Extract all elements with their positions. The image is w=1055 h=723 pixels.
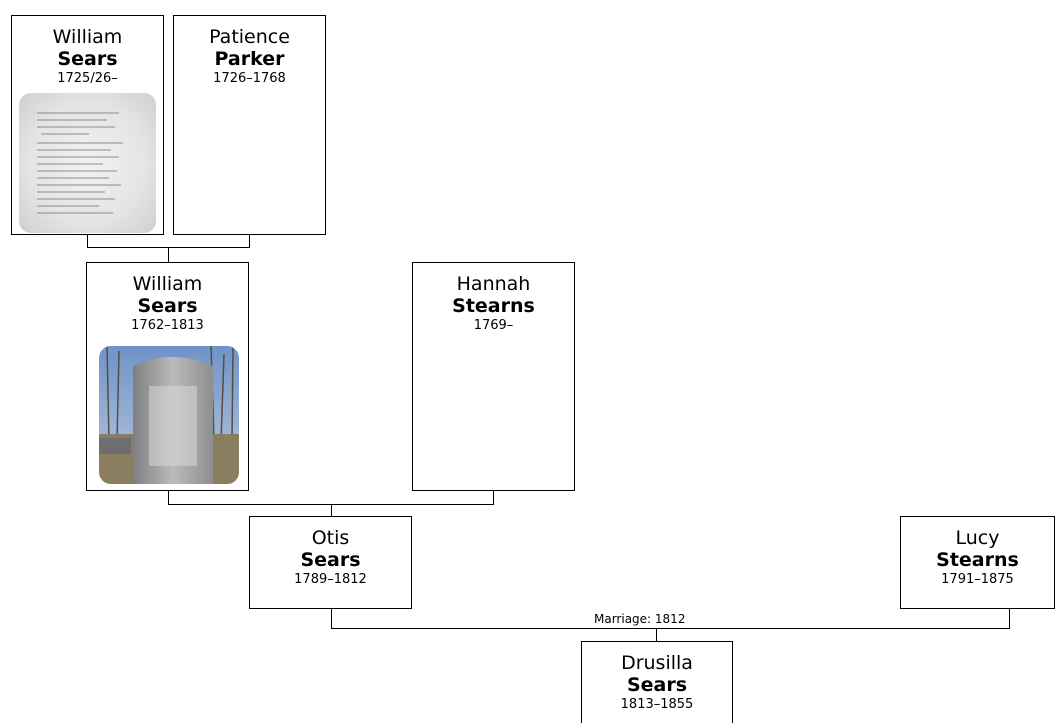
life-dates: 1769– [473, 318, 514, 333]
given-name: Otis [311, 527, 350, 549]
person-box-patience-parker[interactable]: Patience Parker 1726–1768 [173, 15, 326, 235]
person-box-otis-sears[interactable]: Otis Sears 1789–1812 [249, 516, 412, 609]
life-dates: 1813–1855 [620, 697, 694, 712]
connector-line [331, 504, 332, 517]
person-box-william-sears-1725[interactable]: William Sears 1725/26– [11, 15, 164, 235]
document-scan-icon [37, 112, 123, 214]
marriage-label: Marriage: 1812 [594, 612, 686, 626]
given-name: Drusilla [621, 652, 693, 674]
given-name: William [132, 273, 203, 295]
given-name: Patience [209, 26, 290, 48]
life-dates: 1791–1875 [941, 572, 1014, 587]
document-photo[interactable] [19, 93, 156, 233]
person-box-hannah-stearns[interactable]: Hannah Stearns 1769– [412, 262, 575, 491]
surname: Sears [137, 295, 198, 317]
life-dates: 1762–1813 [131, 318, 204, 333]
person-box-drusilla-sears[interactable]: Drusilla Sears 1813–1855 [581, 641, 733, 723]
surname: Stearns [452, 295, 535, 317]
connector-line [87, 234, 88, 247]
life-dates: 1726–1768 [213, 71, 286, 86]
connector-line [168, 490, 169, 504]
connector-line [331, 608, 332, 628]
person-box-lucy-stearns[interactable]: Lucy Stearns 1791–1875 [900, 516, 1055, 609]
surname: Sears [300, 549, 361, 571]
person-box-william-sears-1762[interactable]: William Sears 1762–1813 [86, 262, 249, 491]
given-name: Lucy [955, 527, 1000, 549]
surname: Sears [57, 48, 118, 70]
connector-line [168, 247, 169, 263]
connector-line [656, 628, 657, 642]
connector-line [493, 490, 494, 504]
connector-line [331, 628, 1010, 629]
gravestone-icon [99, 346, 239, 484]
surname: Parker [214, 48, 285, 70]
given-name: Hannah [456, 273, 531, 295]
given-name: William [52, 26, 123, 48]
surname: Stearns [936, 549, 1019, 571]
connector-line [249, 234, 250, 247]
life-dates: 1725/26– [57, 71, 118, 86]
surname: Sears [626, 674, 688, 696]
connector-line [1009, 608, 1010, 628]
life-dates: 1789–1812 [294, 572, 367, 587]
gravestone-photo[interactable] [99, 346, 239, 484]
